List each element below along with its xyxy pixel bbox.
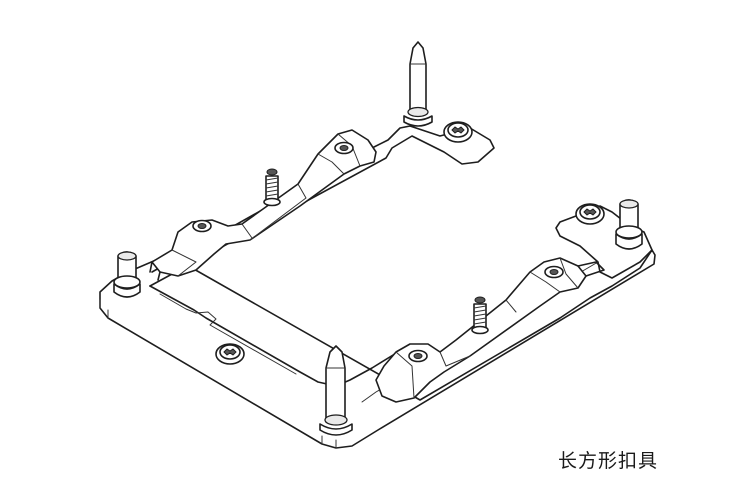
left-threaded-stud bbox=[263, 168, 281, 207]
left-short-post bbox=[113, 251, 141, 298]
bottom-screw bbox=[215, 343, 245, 365]
top-guide-pin bbox=[403, 41, 433, 127]
top-screw bbox=[443, 121, 473, 143]
bottom-guide-pin bbox=[319, 345, 353, 436]
right-short-post bbox=[615, 199, 643, 250]
caption-label: 长方形扣具 bbox=[558, 450, 659, 472]
right-screw bbox=[575, 203, 605, 225]
right-threaded-stud bbox=[471, 296, 489, 335]
left-spring-clip bbox=[149, 129, 377, 281]
right-spring-clip bbox=[375, 257, 605, 403]
